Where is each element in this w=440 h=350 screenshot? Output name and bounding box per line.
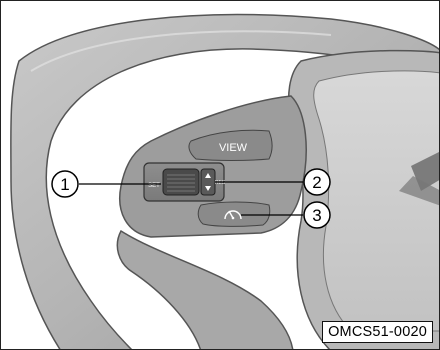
res-label: RES [215,180,226,186]
callout-3-number: 3 [312,206,321,225]
cruise-button[interactable] [198,202,270,226]
view-button-label: VIEW [219,142,248,154]
center-hub [289,51,440,350]
callout-2-number: 2 [312,173,321,192]
cruise-control-panel: SET RES [144,163,226,201]
figure-code: OMCS51-0020 [322,321,433,343]
callout-1-number: 1 [60,175,69,194]
